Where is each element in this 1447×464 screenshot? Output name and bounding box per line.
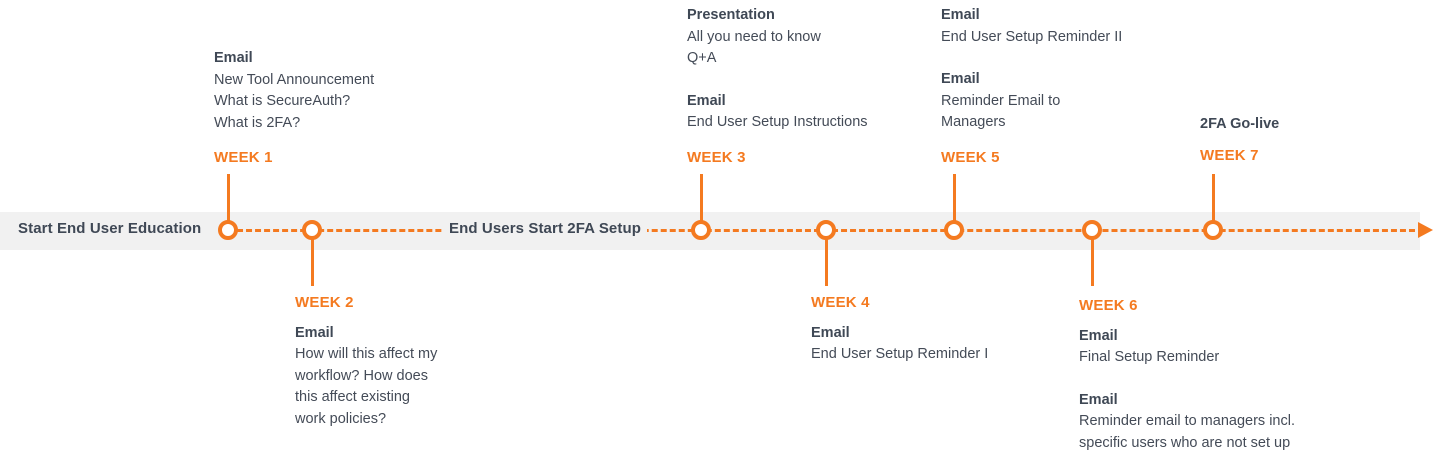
entry-line: All you need to know <box>687 28 821 45</box>
node-week-2[interactable] <box>302 220 322 240</box>
entry-title: Email <box>1079 327 1118 344</box>
entry-title: Email <box>214 50 253 66</box>
entry-line: End User Setup Reminder II <box>941 28 1123 45</box>
entry-line: Reminder email to managers incl. <box>1079 413 1295 429</box>
entry-title: Email <box>941 7 980 23</box>
milestone-week-7: 2FA Go-live WEEK 7 <box>1200 114 1279 166</box>
stem-week-1 <box>226 174 230 224</box>
entry-line: workflow? How does <box>295 367 428 384</box>
timeline-arrow-icon <box>1418 222 1433 238</box>
milestone-week-2: WEEK 2 Email How will this affect my wor… <box>295 292 437 430</box>
entry-line: Reminder Email to <box>941 92 1061 109</box>
entry-line: End User Setup Instructions <box>687 114 868 130</box>
entry-line: this affect existing <box>295 389 410 405</box>
entry-title: Email <box>811 324 850 341</box>
entry-title: Email <box>1079 391 1118 408</box>
entry-title: 2FA Go-live <box>1200 116 1280 132</box>
node-week-4[interactable] <box>816 220 836 240</box>
week-label-4: WEEK 4 <box>811 294 870 311</box>
milestone-week-5: Email End User Setup Reminder II Email R… <box>941 5 1122 168</box>
milestone-week-3: Presentation All you need to know Q+A Em… <box>687 5 868 168</box>
spacer <box>1079 369 1295 390</box>
stem-week-7 <box>1211 174 1215 224</box>
week-label-2: WEEK 2 <box>295 294 354 311</box>
entry-line: work policies? <box>295 410 387 427</box>
axis-label-start-end-user-education: Start End User Education <box>12 220 208 237</box>
spacer <box>687 70 868 91</box>
stem-week-2 <box>310 238 314 286</box>
node-week-7[interactable] <box>1203 220 1223 240</box>
week-label-1: WEEK 1 <box>214 149 273 166</box>
spacer <box>941 48 1122 69</box>
milestone-week-6: WEEK 6 Email Final Setup Reminder Email … <box>1079 295 1295 454</box>
week-label-5: WEEK 5 <box>941 148 1000 166</box>
entry-line: Final Setup Reminder <box>1079 349 1220 365</box>
node-week-5[interactable] <box>944 220 964 240</box>
entry-line: specific users who are not set up <box>1079 434 1291 451</box>
week-label-3: WEEK 3 <box>687 148 746 166</box>
entry-line: Q+A <box>687 50 717 66</box>
entry-line: What is SecureAuth? <box>214 93 351 109</box>
node-week-3[interactable] <box>691 220 711 240</box>
node-week-6[interactable] <box>1082 220 1102 240</box>
node-week-1[interactable] <box>218 220 238 240</box>
milestone-week-4: WEEK 4 Email End User Setup Reminder I <box>811 292 988 366</box>
entry-line: What is 2FA? <box>214 114 301 131</box>
milestone-week-1: Email New Tool Announcement What is Secu… <box>214 48 374 169</box>
week-label-7: WEEK 7 <box>1200 146 1259 164</box>
entry-line: End User Setup Reminder I <box>811 346 989 362</box>
axis-label-end-users-start-2fa-setup: End Users Start 2FA Setup <box>443 220 647 237</box>
stem-week-3 <box>699 174 703 224</box>
entry-line: Managers <box>941 114 1006 130</box>
entry-line: How will this affect my <box>295 346 438 362</box>
entry-title: Email <box>295 324 334 341</box>
stem-week-4 <box>824 238 828 286</box>
entry-title: Presentation <box>687 7 775 23</box>
entry-title: Email <box>941 71 980 87</box>
stem-week-5 <box>952 174 956 224</box>
entry-title: Email <box>687 92 726 109</box>
stem-week-6 <box>1090 238 1094 286</box>
entry-line: New Tool Announcement <box>214 71 375 88</box>
week-label-6: WEEK 6 <box>1079 297 1138 314</box>
